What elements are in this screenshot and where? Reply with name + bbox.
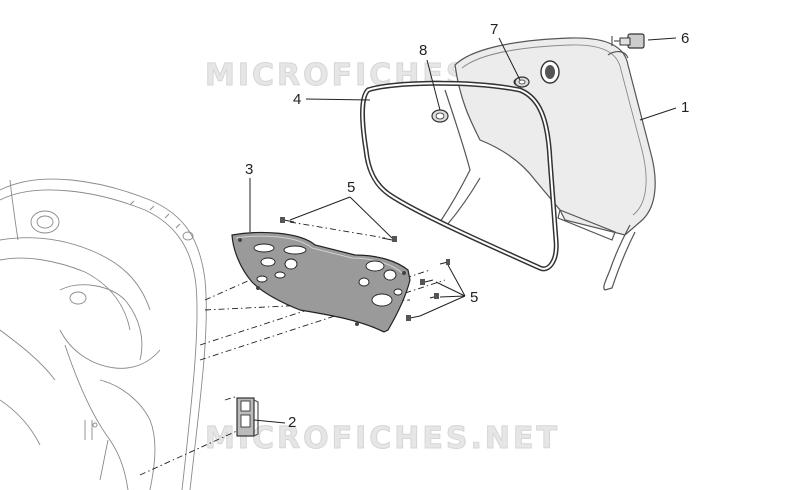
part-6-lock xyxy=(611,33,645,49)
part-3-plate xyxy=(231,231,411,333)
screw-right-4 xyxy=(406,315,421,321)
scooter-body-outline xyxy=(0,178,207,490)
leader-6 xyxy=(647,37,677,41)
callout-5-top: 5 xyxy=(347,179,355,196)
leader-lines xyxy=(249,37,677,424)
callout-numbers: 1 2 3 4 5 5 6 7 8 xyxy=(245,21,689,431)
callout-7: 7 xyxy=(490,21,498,38)
part-2-clip xyxy=(236,397,259,437)
callout-1: 1 xyxy=(681,99,689,116)
part-5-screws xyxy=(280,217,450,321)
leader-5-right xyxy=(419,264,466,317)
leader-4 xyxy=(305,98,371,101)
part-8-grommet xyxy=(431,109,449,123)
screw-right-2 xyxy=(420,279,434,285)
screw-right-3 xyxy=(429,293,439,299)
screw-right-1 xyxy=(439,259,450,265)
callout-3: 3 xyxy=(245,161,253,178)
callout-6: 6 xyxy=(681,30,689,47)
callout-2: 2 xyxy=(288,414,296,431)
part-4-seal xyxy=(360,80,559,272)
watermark-bottom: MICROFICHES.NET xyxy=(205,421,560,456)
leader-7 xyxy=(498,37,521,81)
callout-8: 8 xyxy=(419,42,427,59)
part-7-grommet xyxy=(514,76,530,88)
screw-upper-left xyxy=(280,217,295,223)
leader-1 xyxy=(639,107,677,121)
callout-5-right: 5 xyxy=(470,289,478,306)
leader-8 xyxy=(426,59,441,111)
screw-upper-right xyxy=(381,236,397,242)
part-1-glovebox-door xyxy=(439,37,656,291)
leader-2 xyxy=(253,419,286,424)
callout-4: 4 xyxy=(293,91,301,108)
leader-5-top xyxy=(289,196,393,239)
